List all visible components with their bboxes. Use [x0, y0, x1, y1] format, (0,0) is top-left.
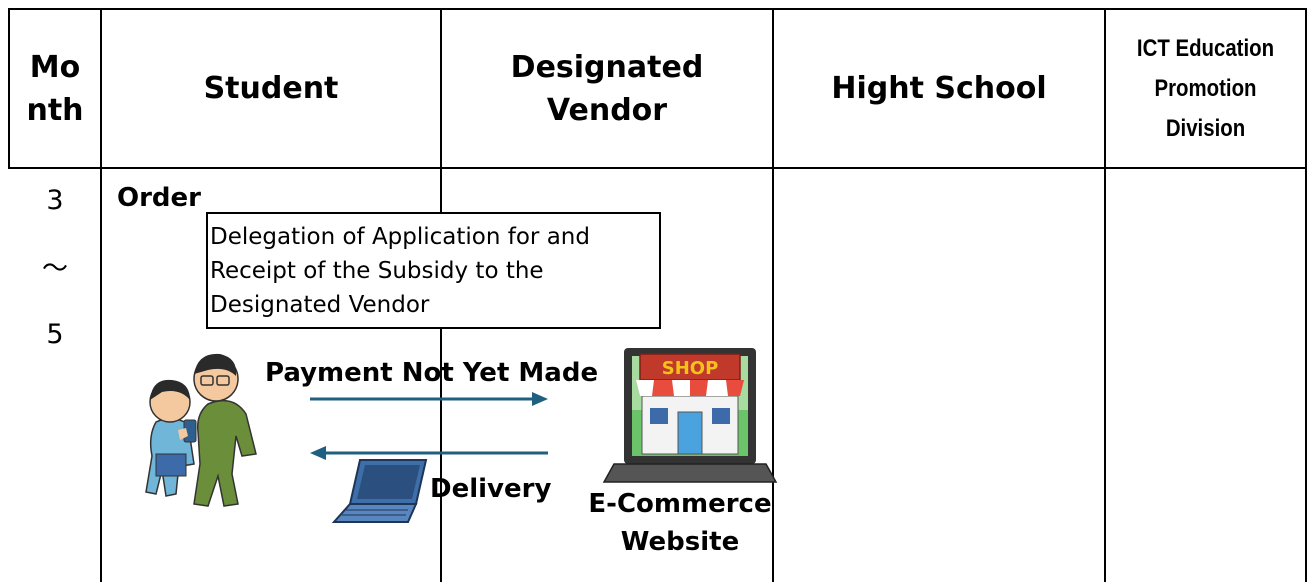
col-divider-1 [100, 8, 102, 582]
table-left-border [8, 8, 10, 167]
table-right-border [1305, 8, 1307, 582]
header-school: Hight School [831, 71, 1047, 106]
header-month: Mo nth [26, 49, 84, 128]
people-illustration [145, 353, 257, 507]
shop-laptop-icon: SHOP [602, 348, 778, 483]
delivery-label: Delivery [430, 474, 552, 504]
delegation-text: Delegation of Application for and Receip… [210, 224, 590, 318]
delegation-box: Delegation of Application for and Receip… [206, 212, 661, 329]
payment-label: Payment Not Yet Made [265, 358, 599, 388]
arrow-right-icon [310, 392, 548, 406]
header-vendor: Designated Vendor [510, 49, 704, 128]
shop-sign-text: SHOP [662, 358, 719, 379]
col-divider-4 [1104, 8, 1106, 582]
col-divider-3 [772, 8, 774, 582]
month-end: 5 [46, 319, 64, 350]
month-separator: 〜 [41, 254, 68, 284]
month-start: 3 [46, 185, 64, 216]
arrow-left-icon [310, 446, 548, 460]
order-label: Order [117, 183, 201, 213]
header-division: ICT Education Promotion Division [1136, 34, 1275, 142]
ecommerce-label: E-Commerce Website [588, 489, 772, 557]
laptop-icon [332, 459, 428, 523]
header-student: Student [203, 71, 339, 106]
header-bottom-border [8, 167, 1307, 169]
table-top-border [8, 8, 1307, 10]
